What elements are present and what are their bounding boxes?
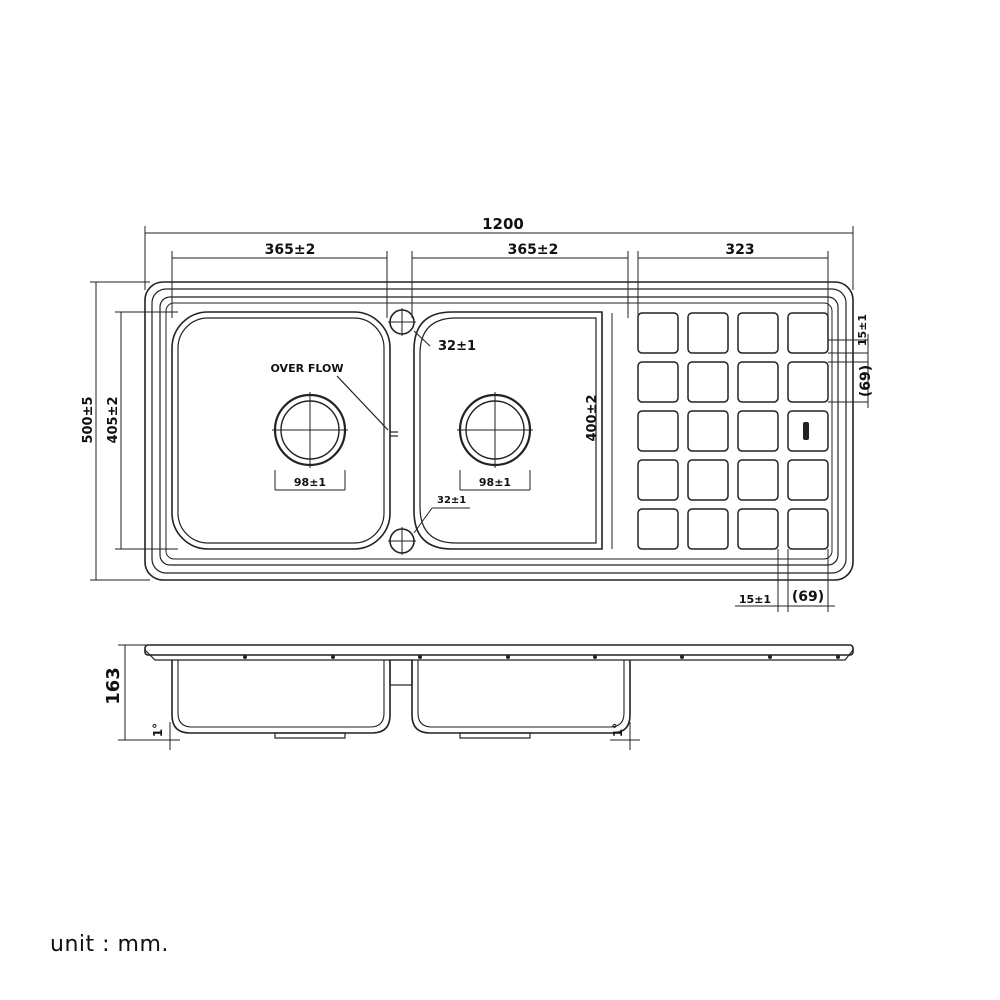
bowl-left-width-label: 365±2 [265, 242, 316, 258]
bowl-depth-label: 405±2 [106, 396, 121, 443]
side-rim-holes [243, 655, 840, 659]
sink-inner-rim [151, 288, 847, 574]
unit-label: unit : mm. [50, 932, 169, 957]
drain-right-label: 98±1 [479, 476, 511, 489]
top-view [90, 226, 869, 612]
right-drain [457, 392, 533, 468]
side-overflow-pipe [389, 659, 413, 686]
side-left-bowl-inner [177, 660, 385, 728]
hole-lower-label: 32±1 [437, 495, 466, 506]
hole-upper-label: 32±1 [438, 339, 476, 354]
side-slope-left-label: 1° [151, 723, 165, 737]
drainboard-width-label: 323 [725, 242, 754, 258]
side-right-bowl-inner [417, 660, 625, 728]
left-bowl-outer [171, 311, 391, 550]
drain-left-label: 98±1 [294, 476, 326, 489]
faucet-hole-upper [388, 308, 416, 336]
side-height-label: 163 [103, 667, 124, 705]
side-right-drain-stub [459, 732, 531, 739]
overflow-label: OVER FLOW [271, 362, 344, 375]
faucet-hole-lower [388, 527, 416, 555]
side-right-bowl [411, 660, 631, 734]
grid-gap-bottom-label: 15±1 [739, 593, 771, 606]
overflow-marker [336, 375, 398, 437]
right-bowl-inner [419, 317, 597, 544]
sink-rim-groove [159, 296, 839, 566]
grid-pitch-right-label: (69) [858, 365, 874, 397]
left-bowl-inner [177, 317, 385, 544]
side-left-bowl [171, 660, 391, 734]
side-left-drain-stub [274, 732, 346, 739]
left-drain [272, 392, 348, 468]
side-view-labels: 163 1° 1° [103, 667, 625, 737]
side-dimension-lines [118, 644, 640, 750]
top-view-labels: 1200 365±2 365±2 323 500±5 405±2 400±2 O… [81, 215, 874, 606]
sink-outer-rim [144, 281, 854, 581]
overall-width-label: 1200 [482, 215, 524, 233]
sink-rim-inner-groove [165, 302, 833, 560]
grid-pitch-bottom-label: (69) [792, 589, 824, 605]
right-bowl-outer [413, 311, 603, 550]
grid-gap-right-label: 15±1 [856, 314, 869, 346]
side-rim-top [144, 644, 854, 656]
side-rim-edge [144, 649, 854, 661]
drainboard-depth-label: 400±2 [585, 394, 600, 441]
drainboard-grid [637, 312, 829, 550]
brand-logo-icon [803, 422, 809, 440]
overall-depth-label: 500±5 [81, 396, 96, 443]
side-view [118, 644, 854, 750]
dimension-lines [90, 226, 869, 612]
side-slope-right-label: 1° [611, 723, 625, 737]
bowl-right-width-label: 365±2 [508, 242, 559, 258]
